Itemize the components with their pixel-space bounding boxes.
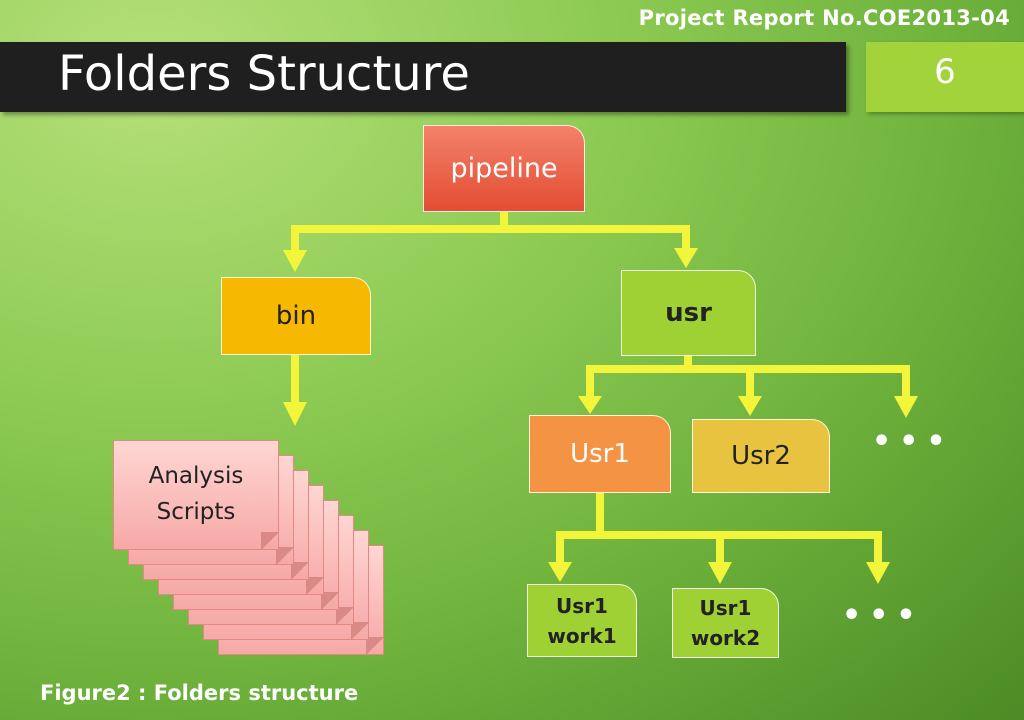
arrow-work2 [708,562,732,584]
folder-usr1-label: Usr1 [570,439,630,469]
folder-usr1-work1-label: Usr1 work1 [547,593,617,648]
arrow-usr1 [578,396,602,414]
folder-pipeline: pipeline [423,125,585,212]
folder-pipeline-label: pipeline [450,153,558,184]
arrow-work-more [866,562,890,584]
arrowheads [283,248,918,584]
usr1-more-ellipsis: ••• [842,598,924,633]
arrow-scripts [283,402,307,426]
page-number-box: 6 [866,42,1024,112]
folder-bin: bin [221,277,371,355]
analysis-scripts-sheet: Analysis Scripts [113,440,279,550]
report-number: Project Report No.COE2013-04 [638,6,1010,30]
arrow-usr2 [738,396,762,416]
figure-caption: Figure2 : Folders structure [40,681,359,705]
folder-usr1-work2: Usr1 work2 [672,588,779,658]
arrow-usr [674,248,698,268]
folder-bin-label: bin [275,301,317,331]
analysis-scripts-label: Analysis Scripts [148,463,244,525]
usr-more-ellipsis: ••• [872,424,954,459]
folder-usr1: Usr1 [529,415,671,493]
arrow-work1 [548,562,572,582]
slide-title: Folders Structure [58,46,470,102]
folder-usr2-label: Usr2 [731,441,791,471]
page-number: 6 [934,52,956,92]
folder-usr1-work1: Usr1 work1 [527,584,637,657]
folder-usr-label: usr [665,298,712,328]
folder-usr2: Usr2 [692,419,830,493]
folder-usr1-work2-label: Usr1 work2 [690,596,761,650]
arrow-usr-more [894,396,918,418]
folder-usr: usr [621,270,756,356]
title-bar: Folders Structure [0,42,846,112]
arrow-bin [283,250,307,272]
